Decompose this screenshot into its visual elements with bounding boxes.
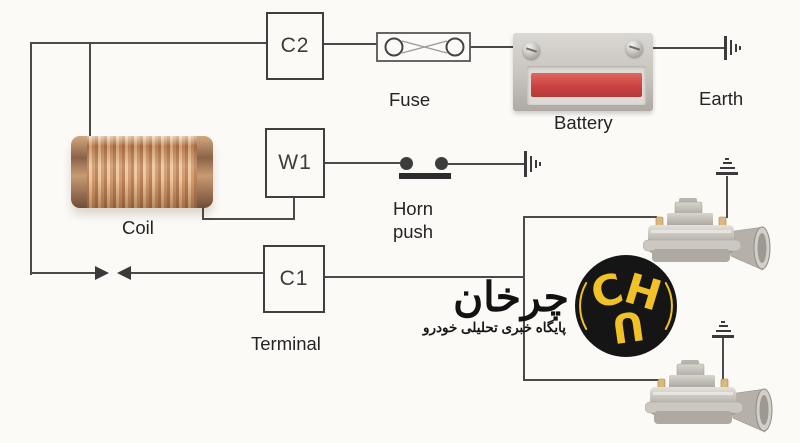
horn-push-caption-line1: Horn <box>392 198 434 219</box>
c1-terminal-box: C1 <box>263 245 325 313</box>
horn-push-caption-line2: push <box>392 221 434 242</box>
coil-caption: Coil <box>122 217 154 238</box>
fuse-symbol <box>376 32 471 62</box>
coil-illustration <box>71 136 213 208</box>
watermark-logo: C H U <box>575 255 677 357</box>
watermark-subtitle: پایگاه خبری تحلیلی خودرو <box>422 320 566 335</box>
watermark-wordmark: چرخان <box>453 274 569 320</box>
wire <box>202 200 204 220</box>
wire <box>321 276 525 278</box>
earth-caption: Earth <box>699 88 744 109</box>
logo-letter-u: U <box>609 301 648 351</box>
battery-terminal-screw-left <box>523 42 540 59</box>
w1-label: W1 <box>278 151 312 174</box>
wire <box>726 176 728 218</box>
wire <box>642 47 726 49</box>
wire <box>470 46 532 48</box>
c2-label: C2 <box>280 34 310 57</box>
horn-push-contact-right <box>435 157 448 170</box>
horn-push-caption: Horn push <box>384 197 442 243</box>
horn-illustration-bottom <box>645 359 773 433</box>
battery-red-band <box>531 73 642 97</box>
wire <box>30 42 268 44</box>
coil-shading <box>71 136 213 208</box>
c1-label: C1 <box>279 267 309 290</box>
wire <box>321 162 400 164</box>
wire <box>523 216 657 218</box>
connector-arrow-right-icon <box>95 266 109 280</box>
wire <box>523 216 525 381</box>
wire <box>202 218 295 220</box>
wire <box>293 194 295 220</box>
w1-terminal-box: W1 <box>265 128 325 198</box>
c2-terminal-box: C2 <box>266 12 324 80</box>
horn-push-contact-left <box>400 157 413 170</box>
battery-illustration <box>513 33 653 111</box>
wire <box>131 272 263 274</box>
wire <box>722 338 724 380</box>
terminal-caption: Terminal <box>251 333 321 354</box>
battery-terminal-screw-right <box>626 40 643 57</box>
wire <box>30 272 96 274</box>
wire <box>523 379 659 381</box>
wire <box>89 42 91 138</box>
wire <box>448 163 526 165</box>
fuse-caption: Fuse <box>389 89 431 110</box>
coil-end-cap-right <box>197 136 213 208</box>
connector-arrow-left-icon <box>117 266 131 280</box>
wire <box>30 42 32 275</box>
battery-caption: Battery <box>554 112 613 133</box>
coil-end-cap-left <box>71 136 87 208</box>
horn-push-bar <box>399 173 451 179</box>
wire <box>320 43 377 45</box>
